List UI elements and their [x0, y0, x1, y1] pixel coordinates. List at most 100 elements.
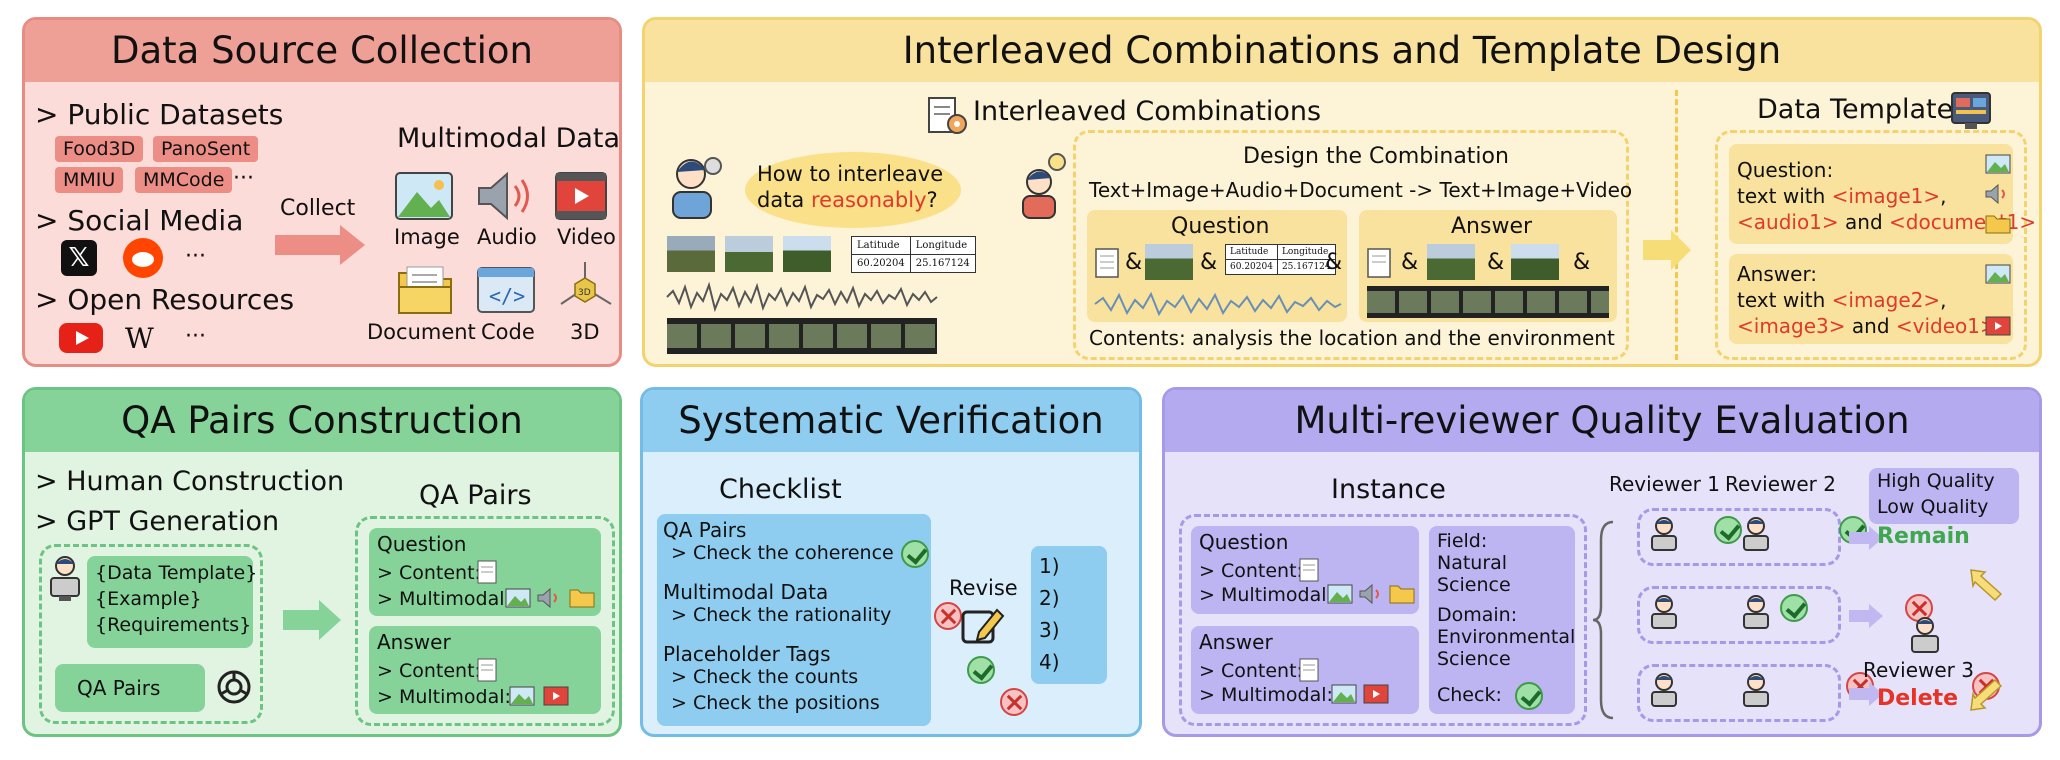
- gpt-box: [39, 544, 263, 724]
- delete-label: Delete: [1877, 686, 1959, 711]
- check-label: Check:: [1437, 684, 1502, 706]
- image-thumbnail: [1427, 244, 1475, 280]
- content-label: > Content:: [377, 660, 481, 682]
- thought-cloud: [745, 152, 961, 228]
- qa-pairs-title: QA Pairs: [419, 480, 532, 511]
- amp: &: [1200, 250, 1218, 275]
- reviewer-avatar-icon: [1651, 673, 1677, 707]
- interleaved-title: Interleaved Combinations: [973, 96, 1322, 127]
- svg-text:3D: 3D: [578, 288, 591, 298]
- dataset-tag: MMIU: [55, 167, 124, 193]
- document-icon: [1299, 658, 1319, 682]
- reviewer-label: Reviewer 2: [1725, 472, 1836, 496]
- amp: &: [1325, 250, 1343, 275]
- image-icon: [1985, 264, 2011, 284]
- quality-evaluation-panel: Multi-reviewer Quality Evaluation Instan…: [1162, 387, 2042, 737]
- prompt-line: {Example}: [95, 588, 202, 610]
- template-icon: [1951, 92, 1991, 129]
- revised-number: 2): [1039, 586, 1060, 610]
- answer-label: Answer: [1199, 630, 1273, 654]
- audio-icon: [1359, 583, 1379, 605]
- modality-label: Image: [394, 225, 460, 249]
- amp: &: [1125, 250, 1143, 275]
- qa-pairs-box: [355, 516, 615, 726]
- reviewer-avatar-icon: [1743, 517, 1769, 551]
- design-combination-box: [1073, 130, 1629, 360]
- multimodal-label: > Multimodal:: [1199, 684, 1333, 706]
- audio-icon: [537, 587, 557, 609]
- modality-label: Document: [367, 320, 476, 344]
- video-icon: [555, 172, 607, 220]
- qa-pairs-output-label: QA Pairs: [77, 676, 161, 700]
- open-resources-label: > Open Resources: [35, 283, 295, 316]
- template-question-box: [1729, 144, 2013, 244]
- wikipedia-icon: W: [125, 322, 154, 355]
- divider: [1675, 90, 1678, 360]
- image-icon: [505, 588, 531, 608]
- gpt-generation-label: > GPT Generation: [35, 506, 280, 537]
- curved-arrow-icon: [1970, 569, 2003, 602]
- svg-text:</>: </>: [489, 284, 525, 308]
- checklist-sub: > Check the coherence: [671, 542, 894, 564]
- audio-icon: [478, 171, 529, 221]
- checklist-box: [657, 514, 931, 726]
- image-thumbnail: [783, 236, 831, 272]
- document-icon: [477, 658, 497, 682]
- document-icon: [1367, 248, 1391, 278]
- code-icon: </>: [477, 267, 535, 313]
- reddit-icon: [123, 238, 163, 278]
- remain-label: Remain: [1877, 524, 1970, 549]
- checklist-head: Multimodal Data: [663, 580, 829, 604]
- checklist-sub: > Check the counts: [671, 666, 859, 688]
- question-label: Question: [377, 532, 467, 556]
- qa-construction-panel: QA Pairs Construction > Human Constructi…: [22, 387, 622, 737]
- document-icon: [1299, 558, 1319, 582]
- panel-header: Systematic Verification: [643, 390, 1139, 452]
- dataset-tag: Food3D: [55, 136, 144, 162]
- image-icon: [1331, 684, 1357, 704]
- field-label: Field:: [1437, 530, 1488, 552]
- idea-person-icon: [1022, 153, 1066, 219]
- domain-value: Science: [1437, 648, 1511, 670]
- human-construction-label: > Human Construction: [35, 466, 345, 497]
- 3d-cube-icon: 3D: [560, 262, 612, 305]
- review-row: [1637, 586, 1841, 644]
- multimodal-data-title: Multimodal Data: [397, 123, 621, 154]
- collect-label: Collect: [280, 196, 356, 221]
- field-value: Natural: [1437, 552, 1508, 574]
- template-answer-line: <image3> and <video1>: [1737, 314, 1997, 338]
- ellipsis: ···: [185, 244, 206, 269]
- reviewer-avatar-icon: [1651, 595, 1677, 629]
- check-icon: [967, 656, 996, 684]
- multimodal-label: > Multimodal:: [1199, 584, 1333, 606]
- reviewer-avatar-icon: [1743, 673, 1769, 707]
- answer-label: Answer: [1451, 214, 1533, 239]
- panel-header: QA Pairs Construction: [25, 390, 619, 452]
- instance-box: [1179, 514, 1587, 726]
- amp: &: [1401, 250, 1419, 275]
- reviewer3-label: Reviewer 3: [1863, 658, 1974, 682]
- interleaved-panel: Interleaved Combinations and Template De…: [642, 17, 2042, 367]
- question-label: Question: [1171, 214, 1270, 239]
- amp: &: [1487, 250, 1505, 275]
- openai-icon: [217, 670, 251, 704]
- social-media-label: > Social Media: [35, 204, 244, 237]
- qa-pairs-output-box: [55, 664, 205, 712]
- cross-icon: [934, 602, 963, 630]
- image-thumbnail: [1511, 244, 1559, 280]
- content-label: > Content:: [1199, 660, 1303, 682]
- checklist-title: Checklist: [719, 474, 842, 505]
- quality-legend: [1869, 468, 2019, 524]
- revised-list-box: [1031, 546, 1107, 684]
- metadata-box: [1429, 526, 1575, 714]
- ellipsis: ···: [233, 166, 254, 191]
- public-datasets-label: > Public Datasets: [35, 98, 284, 131]
- prompt-line: {Requirements}: [95, 614, 252, 636]
- image-thumbnail: [667, 236, 715, 272]
- template-box: [1715, 130, 2027, 360]
- dataset-tag: MMCode: [135, 167, 233, 193]
- document-folder-icon: [398, 266, 452, 314]
- template-answer-box: [1729, 254, 2013, 344]
- low-quality-label: Low Quality: [1877, 496, 1989, 518]
